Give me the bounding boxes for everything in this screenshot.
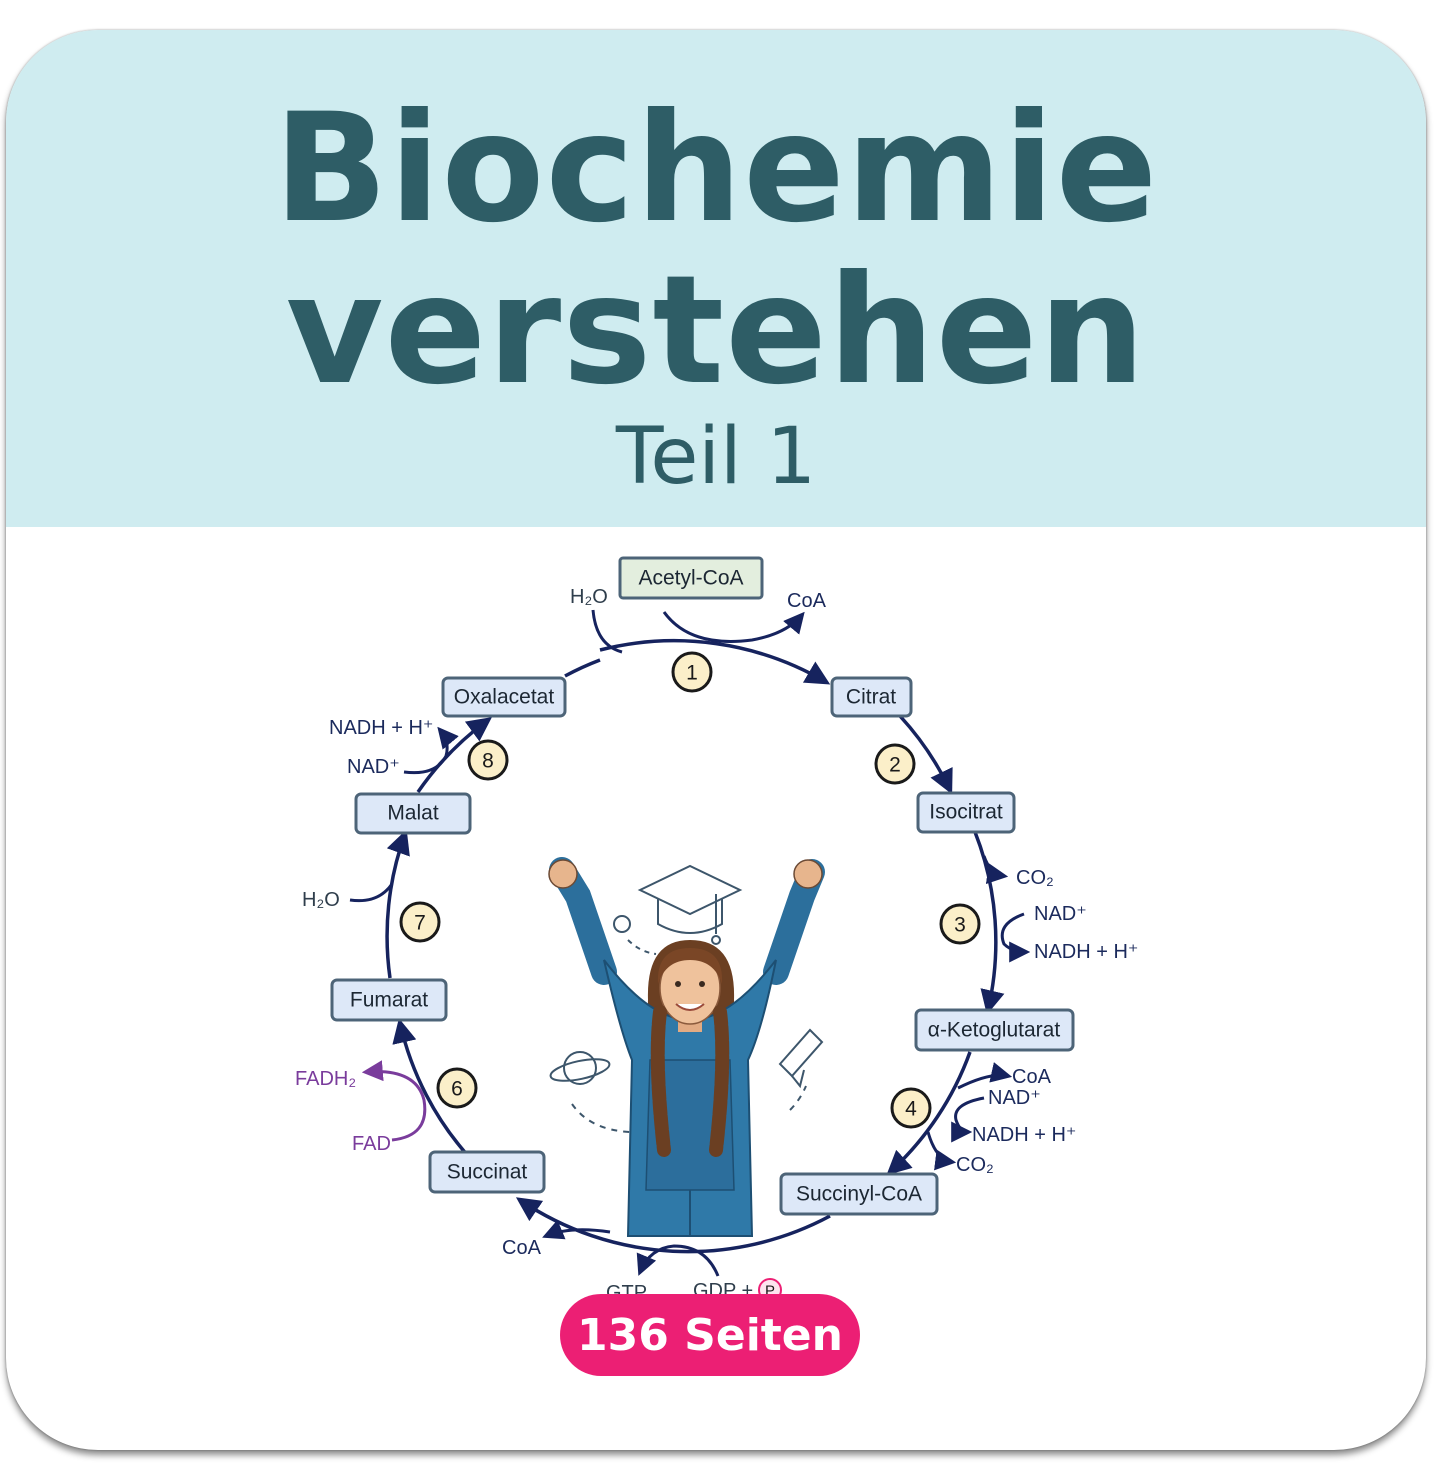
step-3: 3 xyxy=(939,903,981,945)
label-fad-step6: FAD xyxy=(352,1133,391,1155)
step-2: 2 xyxy=(874,743,916,785)
node-succinat: Succinat xyxy=(428,1150,546,1194)
node-alpha-ketoglutarat: α-Ketoglutarat xyxy=(914,1008,1075,1052)
label-fadh2-step6: FADH₂ xyxy=(295,1068,356,1090)
node-label: Acetyl-CoA xyxy=(638,567,743,590)
svg-text:2: 2 xyxy=(889,754,901,777)
node-label: Succinat xyxy=(447,1161,528,1184)
svg-text:P: P xyxy=(765,1283,775,1300)
node-malat: Malat xyxy=(354,792,472,835)
side-reactions xyxy=(349,609,1031,1277)
label-nadh-step8: NADH + H⁺ xyxy=(329,717,433,739)
node-label: Citrat xyxy=(846,686,896,709)
svg-text:8: 8 xyxy=(482,750,494,773)
step-1: 1 xyxy=(671,651,713,693)
label-nadh-step4: NADH + H⁺ xyxy=(972,1124,1076,1146)
node-label: Oxalacetat xyxy=(454,686,555,709)
label-nadh-step3: NADH + H⁺ xyxy=(1034,941,1138,963)
svg-text:3: 3 xyxy=(954,914,966,937)
svg-text:1: 1 xyxy=(686,662,698,685)
graduation-cap-icon xyxy=(637,864,743,945)
label-h2o-step7: H₂O xyxy=(302,889,340,911)
diploma-scroll-icon xyxy=(778,1028,824,1111)
label-coa-step1: CoA xyxy=(787,590,827,612)
node-label: Fumarat xyxy=(350,989,428,1012)
label-h2o-step1: H₂O xyxy=(570,586,608,608)
doodle-circle-icon xyxy=(613,915,657,955)
node-label: Malat xyxy=(387,802,439,825)
node-label: Succinyl-CoA xyxy=(796,1183,922,1206)
label-co2-step3: CO₂ xyxy=(1016,867,1054,889)
label-nad-step8: NAD⁺ xyxy=(347,756,400,778)
step-7: 7 xyxy=(399,901,441,943)
node-succinyl-coa: Succinyl-CoA xyxy=(779,1172,939,1216)
title-line-2: verstehen xyxy=(285,244,1147,418)
label-coa-step5: CoA xyxy=(502,1237,542,1259)
step-4: 4 xyxy=(890,1087,932,1129)
node-citrat: Citrat xyxy=(830,676,913,718)
svg-text:7: 7 xyxy=(414,912,426,935)
header-band: Biochemie verstehen Teil 1 xyxy=(6,30,1426,527)
step-8: 8 xyxy=(467,739,509,781)
cycle-ring xyxy=(385,639,1005,1254)
node-label: α-Ketoglutarat xyxy=(928,1019,1061,1042)
subtitle: Teil 1 xyxy=(615,412,817,502)
title-line-1: Biochemie xyxy=(273,82,1159,256)
label-coa-step4: CoA xyxy=(1012,1066,1052,1088)
node-label: Isocitrat xyxy=(929,801,1003,824)
node-fumarat: Fumarat xyxy=(330,978,448,1022)
page-count-label: 136 Seiten xyxy=(577,1309,843,1361)
step-6: 6 xyxy=(436,1067,478,1109)
svg-text:6: 6 xyxy=(451,1078,463,1101)
label-co2-step4: CO₂ xyxy=(956,1154,994,1176)
student-illustration xyxy=(548,857,825,1237)
svg-text:4: 4 xyxy=(905,1098,917,1121)
node-oxalacetat: Oxalacetat xyxy=(441,676,567,718)
planet-icon xyxy=(549,1051,631,1133)
cover-card: Biochemie verstehen Teil 1 xyxy=(6,30,1426,1450)
node-isocitrat: Isocitrat xyxy=(916,791,1016,834)
label-nad-step4: NAD⁺ xyxy=(988,1087,1041,1109)
label-nad-step3: NAD⁺ xyxy=(1034,903,1087,925)
page-count-badge: 136 Seiten xyxy=(560,1294,860,1376)
node-acetyl-coa: Acetyl-CoA xyxy=(618,556,764,600)
